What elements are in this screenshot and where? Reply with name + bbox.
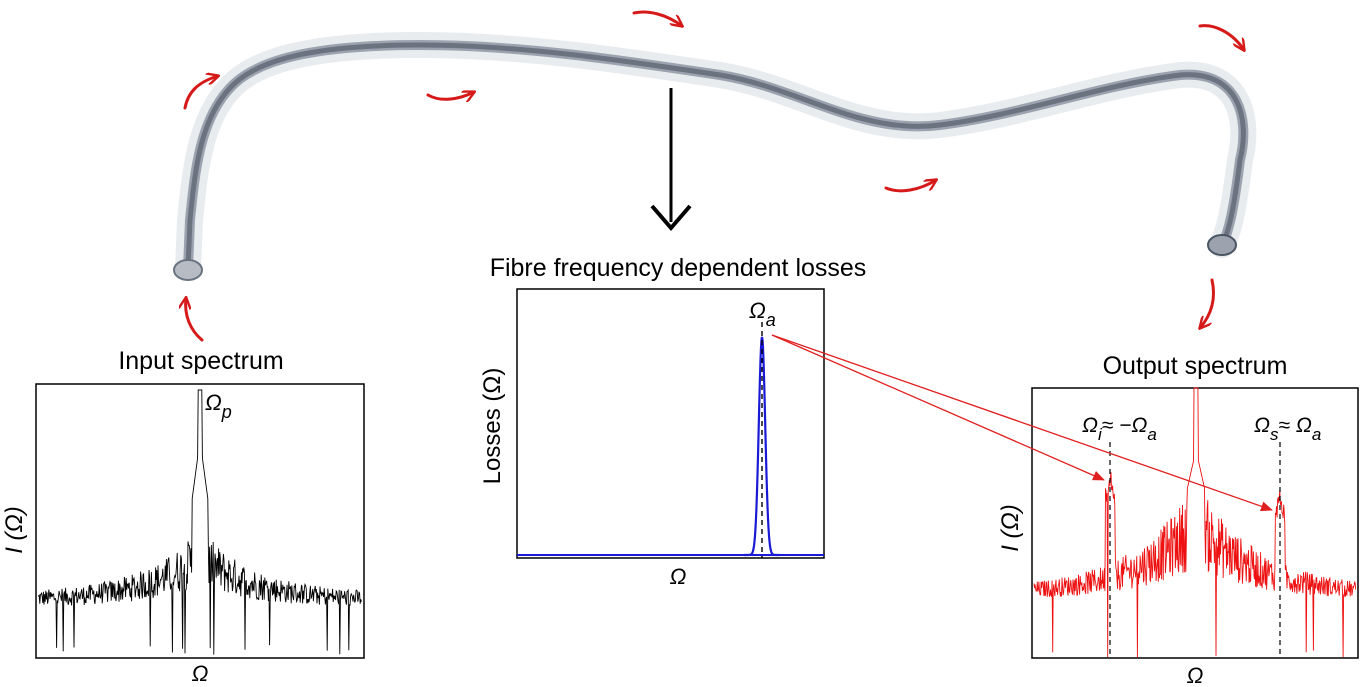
propagation-arrow-icon <box>183 76 218 110</box>
arrow-to-idler-icon <box>771 334 1105 481</box>
input-plot-frame <box>35 383 365 659</box>
losses-peak-curve <box>744 336 780 557</box>
losses-title: Fibre frequency dependent losses <box>490 254 867 282</box>
input-peak-label: Ωp <box>205 390 232 422</box>
fibre-output-end <box>1207 234 1237 256</box>
arrow-to-signal-icon <box>771 334 1273 512</box>
output-spectrum-trace <box>1033 387 1357 658</box>
output-xlabel: Ω <box>1187 663 1204 687</box>
optical-fibre <box>173 31 1257 281</box>
output-panel: Output spectrum Ωi≈ −Ωa Ωs≈ Ωa I (Ω) Ω <box>997 352 1359 687</box>
output-ylabel: I (Ω) <box>997 504 1024 552</box>
input-title: Input spectrum <box>118 347 283 375</box>
propagation-arrow-icon <box>632 10 682 26</box>
input-ylabel: I (Ω) <box>1 506 28 554</box>
propagation-arrow-icon <box>884 180 936 193</box>
input-panel: Input spectrum Ωp I (Ω) Ω <box>1 347 365 686</box>
losses-peak-label: Ωa <box>749 298 776 330</box>
output-title: Output spectrum <box>1103 352 1288 380</box>
losses-ylabel: Losses (Ω) <box>479 368 506 485</box>
losses-plot-frame <box>516 288 825 559</box>
propagation-arrow-icon <box>1198 24 1244 50</box>
fibre-input-end <box>173 259 203 281</box>
propagation-arrow-icon <box>426 92 474 99</box>
output-plot-frame <box>1031 387 1359 659</box>
propagation-arrow-icon <box>1200 278 1215 328</box>
losses-xlabel: Ω <box>670 564 687 589</box>
input-spectrum-trace <box>37 389 362 655</box>
input-xlabel: Ω <box>192 661 209 686</box>
losses-panel: Fibre frequency dependent losses Ωa Loss… <box>479 254 866 589</box>
mapping-arrows <box>771 334 1273 512</box>
idler-label: Ωi≈ −Ωa <box>1082 414 1157 444</box>
propagation-arrows <box>183 10 1244 342</box>
propagation-arrow-icon <box>186 298 204 342</box>
signal-label: Ωs≈ Ωa <box>1254 414 1321 444</box>
down-arrow-icon <box>650 88 692 232</box>
